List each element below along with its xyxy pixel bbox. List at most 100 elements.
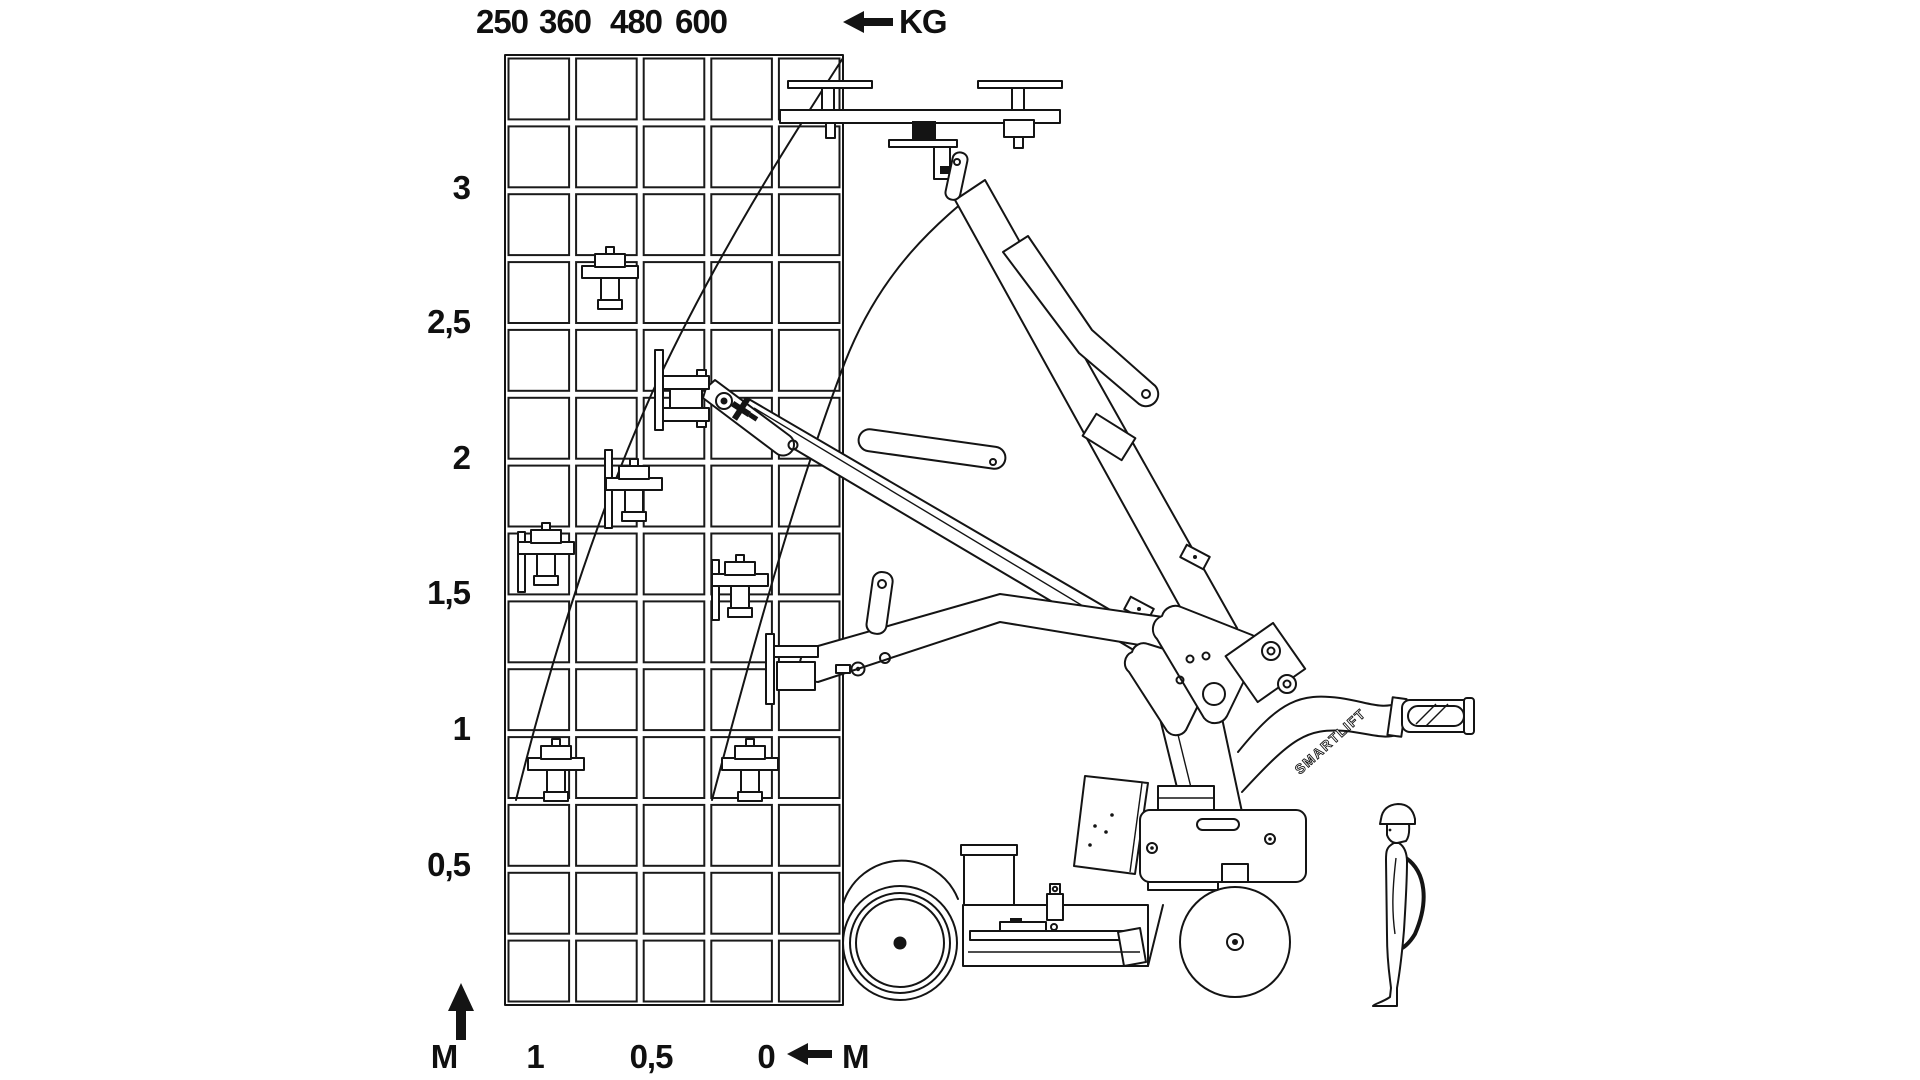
grid-cell	[575, 668, 638, 732]
grid-cell	[507, 125, 571, 189]
height-axis-label-0-5: 0,5	[427, 846, 471, 883]
grid-cell	[507, 803, 571, 867]
suction-pad-marker	[721, 738, 779, 802]
grid-cell	[777, 464, 841, 528]
height-axis-label-2-5: 2,5	[427, 303, 471, 340]
boom-low	[765, 571, 1171, 705]
machine-drawing: SMARTLIFT	[654, 80, 1475, 1001]
machine-body	[1139, 809, 1307, 891]
grid-cell	[710, 261, 773, 325]
reach-curves	[515, 57, 986, 801]
grid-cell	[777, 736, 841, 799]
distance-axis-label-0-5: 0,5	[629, 1038, 674, 1075]
boom-mid	[654, 349, 1173, 669]
grid-cell	[642, 871, 706, 935]
suction-pad-marker	[517, 522, 575, 586]
grid-cell	[777, 328, 841, 392]
height-axis-label-3: 3	[452, 169, 471, 206]
pad-frame-plate	[1073, 775, 1149, 875]
cable-loop	[1398, 856, 1426, 951]
distance-axis-label-0: 0	[757, 1038, 775, 1075]
grid-cell	[777, 193, 841, 257]
grid-cell	[642, 803, 706, 867]
grid-cell	[642, 600, 706, 664]
boom-pivot	[1123, 604, 1307, 737]
grid-cell	[777, 125, 841, 189]
grid-cell	[777, 871, 841, 935]
front-wheel	[842, 885, 958, 1001]
grid-cell	[710, 125, 773, 189]
grid-cell	[710, 668, 773, 732]
rear-wheel	[1179, 863, 1291, 998]
kg-unit-label: KG	[899, 3, 947, 40]
grid-cell	[575, 803, 638, 867]
kg-axis-label-250: 250	[475, 3, 529, 40]
grid-cell	[777, 803, 841, 867]
grid-cell	[777, 939, 841, 1003]
grid-cell	[507, 396, 571, 460]
height-axis-label-1: 1	[452, 710, 471, 747]
boom-raised	[954, 179, 1238, 653]
grid-cell	[710, 939, 773, 1003]
kg-axis-label-600: 600	[674, 3, 728, 40]
grid-cell	[507, 57, 571, 121]
grid-cell	[575, 328, 638, 392]
grid-cell	[575, 736, 638, 799]
grid-cell	[507, 871, 571, 935]
grid-cell	[642, 57, 706, 121]
grid-cell	[507, 600, 571, 664]
grid-cell	[642, 668, 706, 732]
height-axis-label-1-5: 1,5	[427, 574, 471, 611]
grid-cell	[507, 328, 571, 392]
grid-cell	[710, 464, 773, 528]
grid-cell	[642, 532, 706, 596]
grid-cell	[642, 464, 706, 528]
grid-cell	[507, 668, 571, 732]
distance-direction-arrow-icon	[787, 1043, 832, 1065]
grid-cell	[575, 57, 638, 121]
machine-chassis	[842, 844, 1164, 967]
grid-cell	[575, 600, 638, 664]
grid-cell	[575, 939, 638, 1003]
distance-axis-label-1: 1	[526, 1038, 544, 1075]
grid-cell	[507, 939, 571, 1003]
grid-cell	[777, 532, 841, 596]
operator-arm	[1392, 857, 1397, 935]
suction-pad-marker	[605, 458, 663, 522]
reach-curve-right	[711, 183, 986, 801]
grid-cell	[710, 193, 773, 257]
kg-axis-label-480: 480	[609, 3, 663, 40]
suction-pad-marker	[581, 246, 639, 310]
grid-cell	[507, 193, 571, 257]
grid-cell	[710, 803, 773, 867]
grid-cell	[710, 57, 773, 121]
distance-unit-label: M	[842, 1038, 869, 1075]
grid-cell	[710, 871, 773, 935]
height-axis-label-2: 2	[452, 439, 471, 476]
grid-cell	[575, 532, 638, 596]
operator-head	[1386, 823, 1411, 844]
suction-pad-markers	[517, 246, 779, 802]
load-chart-grid	[504, 54, 844, 1006]
grid-cell	[642, 125, 706, 189]
grid-cell	[710, 328, 773, 392]
grid-cell	[575, 193, 638, 257]
hard-hat	[1379, 803, 1416, 825]
grid-cell	[642, 261, 706, 325]
grid-cell	[507, 261, 571, 325]
grid-cell	[642, 736, 706, 799]
grid-cell	[575, 125, 638, 189]
height-unit-label: M	[430, 1038, 458, 1075]
grid-cell	[642, 193, 706, 257]
kg-axis-label-360: 360	[538, 3, 592, 40]
height-up-arrow-icon	[448, 983, 474, 1040]
kg-direction-arrow-icon	[843, 11, 893, 33]
top-suction-assembly	[779, 80, 1063, 201]
reach-curve-left	[515, 57, 844, 801]
grid-cell	[575, 871, 638, 935]
suction-pad-marker	[711, 554, 769, 618]
grid-cell	[777, 261, 841, 325]
grid-cell	[507, 464, 571, 528]
